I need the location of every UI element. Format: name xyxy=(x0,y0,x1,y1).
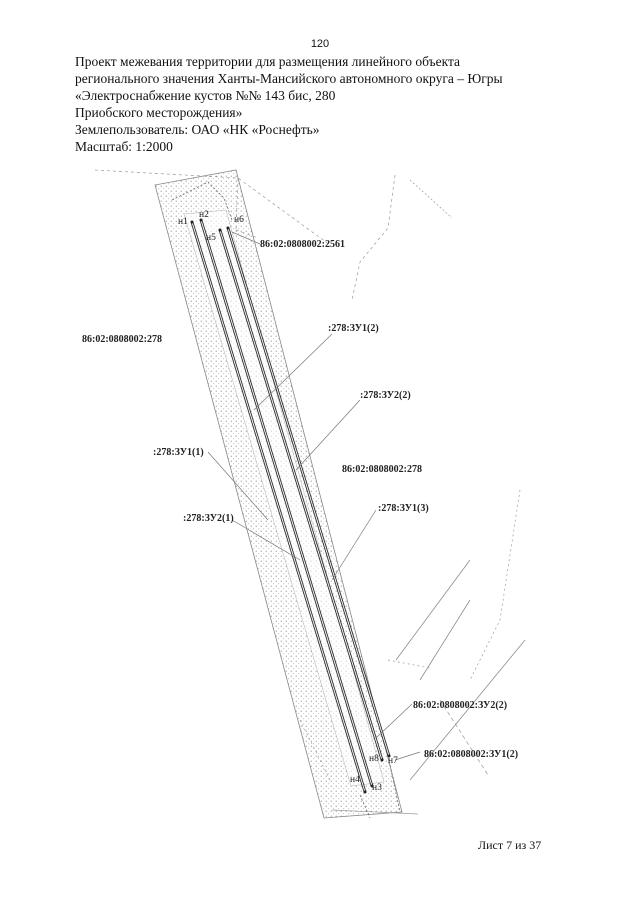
document-header: Проект межевания территории для размещен… xyxy=(75,53,595,155)
header-line-6: Масштаб: 1:2000 xyxy=(75,139,173,154)
point-label-n2: н2 xyxy=(199,210,209,220)
parcel-label-zu2-2: 86:02:0808002:ЗУ2(2) xyxy=(413,700,507,711)
parcel-label-278-right: 86:02:0808002:278 xyxy=(342,464,422,475)
header-line-3: «Электроснабжение кустов №№ 143 бис, 280 xyxy=(75,88,336,103)
zone-label-zu1-1: :278:ЗУ1(1) xyxy=(153,447,204,458)
zone-label-zu2-1: :278:ЗУ2(1) xyxy=(183,513,234,524)
corridor-cap xyxy=(171,181,233,221)
point-label-n5: н5 xyxy=(206,233,216,243)
point-label-n8: н8 xyxy=(369,754,379,764)
point-label-n7: н7 xyxy=(388,756,398,766)
corridor-continuation xyxy=(359,764,401,819)
zone-label-zu1-2: :278:ЗУ1(2) xyxy=(328,323,379,334)
point-label-n4: н4 xyxy=(350,775,360,785)
point-label-n1: н1 xyxy=(178,217,188,227)
parcel-label-278-left: 86:02:0808002:278 xyxy=(82,334,162,345)
point-label-n3: н3 xyxy=(372,783,382,793)
page-number: 120 xyxy=(310,38,330,50)
parcel-label-2561: 86:02:0808002:2561 xyxy=(260,239,345,250)
point-markers xyxy=(190,218,391,794)
boundary-lines xyxy=(395,559,526,781)
header-line-4: Приобского месторождения» xyxy=(75,105,243,120)
header-line-1: Проект межевания территории для размещен… xyxy=(75,54,461,69)
zone-label-zu2-2: :278:ЗУ2(2) xyxy=(360,390,411,401)
header-line-2: регионального значения Ханты-Мансийского… xyxy=(75,71,503,86)
power-line-a xyxy=(190,219,374,793)
zone-label-zu1-3: :278:ЗУ1(3) xyxy=(378,503,429,514)
parcel-label-zu1-2: 86:02:0808002:ЗУ1(2) xyxy=(424,749,518,760)
sheet-number: Лист 7 из 37 xyxy=(478,838,542,852)
point-label-n6: н6 xyxy=(234,215,244,225)
leader-lines xyxy=(207,231,421,761)
header-line-5: Землепользователь: ОАО «НК «Роснефть» xyxy=(75,122,320,137)
power-line-b xyxy=(218,227,391,761)
